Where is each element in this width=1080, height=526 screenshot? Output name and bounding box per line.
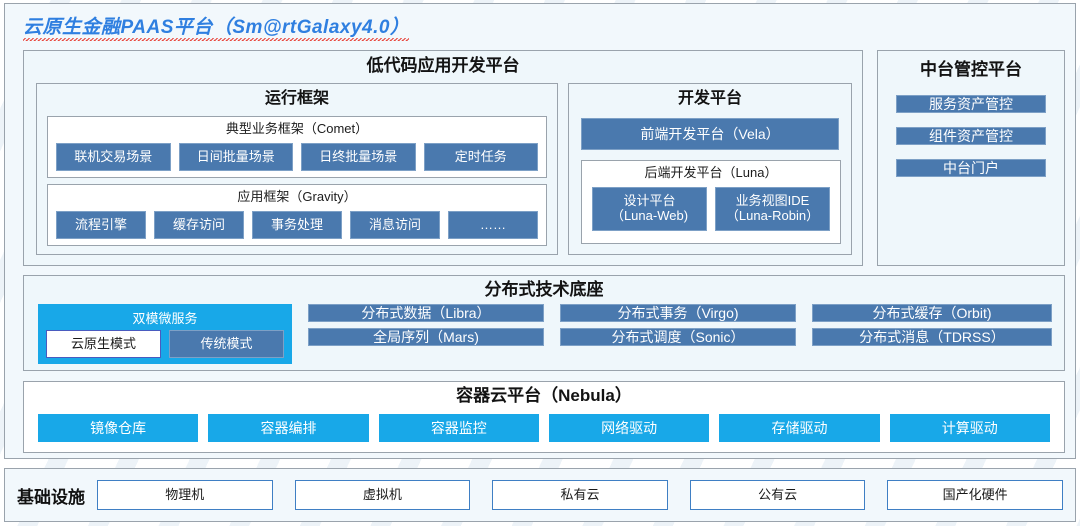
distributed-column-3: 分布式缓存（Orbit) 分布式消息（TDRSS） — [812, 304, 1052, 347]
gravity-framework-panel: 应用框架（Gravity） 流程引擎 缓存访问 事务处理 消息访问 …… — [47, 184, 547, 246]
main-architecture-card: 云原生金融PAAS平台（Sm@rtGalaxy4.0） 低代码应用开发平台 运行… — [4, 3, 1076, 459]
gravity-item-4[interactable]: …… — [448, 211, 538, 239]
comet-item-1[interactable]: 日间批量场景 — [178, 143, 293, 171]
gravity-item-1[interactable]: 缓存访问 — [154, 211, 244, 239]
container-item-1[interactable]: 容器编排 — [208, 414, 369, 442]
backend-item-design-platform[interactable]: 设计平台 （Luna-Web) — [592, 187, 707, 231]
dual-mode-item-traditional[interactable]: 传统模式 — [169, 330, 284, 358]
dual-mode-microservice-label: 双模微服务 — [132, 311, 198, 326]
development-platform-panel: 开发平台 前端开发平台（Vela） 后端开发平台（Luna） 设计平台 （Lun… — [568, 83, 852, 255]
runtime-framework-title: 运行框架 — [264, 90, 329, 107]
distributed-item-orbit[interactable]: 分布式缓存（Orbit) — [812, 304, 1052, 323]
backend-platform-title: 后端开发平台（Luna） — [644, 165, 778, 180]
distributed-item-mars[interactable]: 全局序列（Mars) — [308, 328, 544, 347]
infrastructure-item-1[interactable]: 虚拟机 — [294, 480, 471, 510]
page-title: 云原生金融PAAS平台（Sm@rtGalaxy4.0） — [23, 12, 410, 41]
infrastructure-label: 基础设施 — [17, 487, 85, 507]
backend-platform-panel: 后端开发平台（Luna） 设计平台 （Luna-Web) 业务视图IDE （Lu… — [581, 160, 841, 244]
infrastructure-items-row: 物理机 虚拟机 私有云 公有云 国产化硬件 — [97, 480, 1063, 510]
container-item-4[interactable]: 存储驱动 — [719, 414, 880, 442]
dual-mode-items-row: 云原生模式 传统模式 — [46, 330, 284, 358]
gravity-item-3[interactable]: 消息访问 — [350, 211, 440, 239]
distributed-item-sonic[interactable]: 分布式调度（Sonic） — [560, 328, 796, 347]
frontend-platform-vela[interactable]: 前端开发平台（Vela） — [581, 118, 839, 150]
midoffice-item-0[interactable]: 服务资产管控 — [896, 95, 1046, 114]
dual-mode-microservice-box: 双模微服务 云原生模式 传统模式 — [38, 304, 292, 364]
distributed-item-libra[interactable]: 分布式数据（Libra） — [308, 304, 544, 323]
comet-item-3[interactable]: 定时任务 — [423, 143, 538, 171]
comet-framework-panel: 典型业务框架（Comet） 联机交易场景 日间批量场景 日终批量场景 定时任务 — [47, 116, 547, 178]
comet-framework-title: 典型业务框架（Comet） — [225, 121, 369, 136]
frontend-platform-row: 前端开发平台（Vela） — [581, 118, 839, 150]
lowcode-platform-panel: 低代码应用开发平台 运行框架 典型业务框架（Comet） 联机交易场景 日间批量… — [23, 50, 863, 266]
container-item-0[interactable]: 镜像仓库 — [38, 414, 199, 442]
container-item-5[interactable]: 计算驱动 — [889, 414, 1050, 442]
development-platform-title: 开发平台 — [677, 90, 742, 107]
container-items-row: 镜像仓库 容器编排 容器监控 网络驱动 存储驱动 计算驱动 — [38, 414, 1050, 442]
container-item-3[interactable]: 网络驱动 — [548, 414, 710, 442]
distributed-column-1: 分布式数据（Libra） 全局序列（Mars) — [308, 304, 544, 347]
midoffice-items-list: 服务资产管控 组件资产管控 中台门户 — [896, 95, 1046, 178]
comet-item-2[interactable]: 日终批量场景 — [301, 143, 416, 171]
dual-mode-item-cloud-native[interactable]: 云原生模式 — [46, 330, 161, 358]
comet-items-row: 联机交易场景 日间批量场景 日终批量场景 定时任务 — [56, 143, 538, 171]
infrastructure-inner: 基础设施 物理机 虚拟机 私有云 公有云 国产化硬件 — [5, 469, 1075, 521]
gravity-framework-title: 应用框架（Gravity） — [237, 189, 357, 204]
distributed-item-tdrss[interactable]: 分布式消息（TDRSS） — [812, 328, 1052, 347]
infrastructure-item-2[interactable]: 私有云 — [492, 480, 668, 510]
distributed-column-2: 分布式事务（Virgo) 分布式调度（Sonic） — [560, 304, 796, 347]
midoffice-control-panel: 中台管控平台 服务资产管控 组件资产管控 中台门户 — [877, 50, 1065, 266]
backend-platform-items-row: 设计平台 （Luna-Web) 业务视图IDE （Luna-Robin） — [592, 187, 830, 231]
infrastructure-item-4[interactable]: 国产化硬件 — [887, 480, 1063, 510]
runtime-framework-panel: 运行框架 典型业务框架（Comet） 联机交易场景 日间批量场景 日终批量场景 … — [36, 83, 558, 255]
infrastructure-card: 基础设施 物理机 虚拟机 私有云 公有云 国产化硬件 — [4, 468, 1076, 522]
midoffice-item-1[interactable]: 组件资产管控 — [896, 127, 1046, 146]
gravity-item-0[interactable]: 流程引擎 — [56, 211, 146, 239]
gravity-items-row: 流程引擎 缓存访问 事务处理 消息访问 …… — [56, 211, 538, 239]
midoffice-item-2[interactable]: 中台门户 — [896, 159, 1046, 178]
comet-item-0[interactable]: 联机交易场景 — [56, 143, 171, 171]
distributed-base-panel: 分布式技术底座 双模微服务 云原生模式 传统模式 分布式数据（Libra） 全局… — [23, 275, 1065, 371]
midoffice-control-title: 中台管控平台 — [920, 60, 1022, 79]
container-cloud-panel: 容器云平台（Nebula） 镜像仓库 容器编排 容器监控 网络驱动 存储驱动 计… — [23, 381, 1065, 453]
container-cloud-title: 容器云平台（Nebula） — [456, 386, 632, 405]
container-item-2[interactable]: 容器监控 — [378, 414, 539, 442]
infrastructure-item-3[interactable]: 公有云 — [689, 480, 866, 510]
distributed-item-virgo[interactable]: 分布式事务（Virgo) — [560, 304, 796, 323]
distributed-base-title: 分布式技术底座 — [484, 280, 604, 299]
gravity-item-2[interactable]: 事务处理 — [252, 211, 342, 239]
lowcode-platform-title: 低代码应用开发平台 — [366, 56, 520, 75]
backend-item-business-view-ide[interactable]: 业务视图IDE （Luna-Robin） — [715, 187, 830, 231]
infrastructure-item-0[interactable]: 物理机 — [97, 480, 273, 510]
